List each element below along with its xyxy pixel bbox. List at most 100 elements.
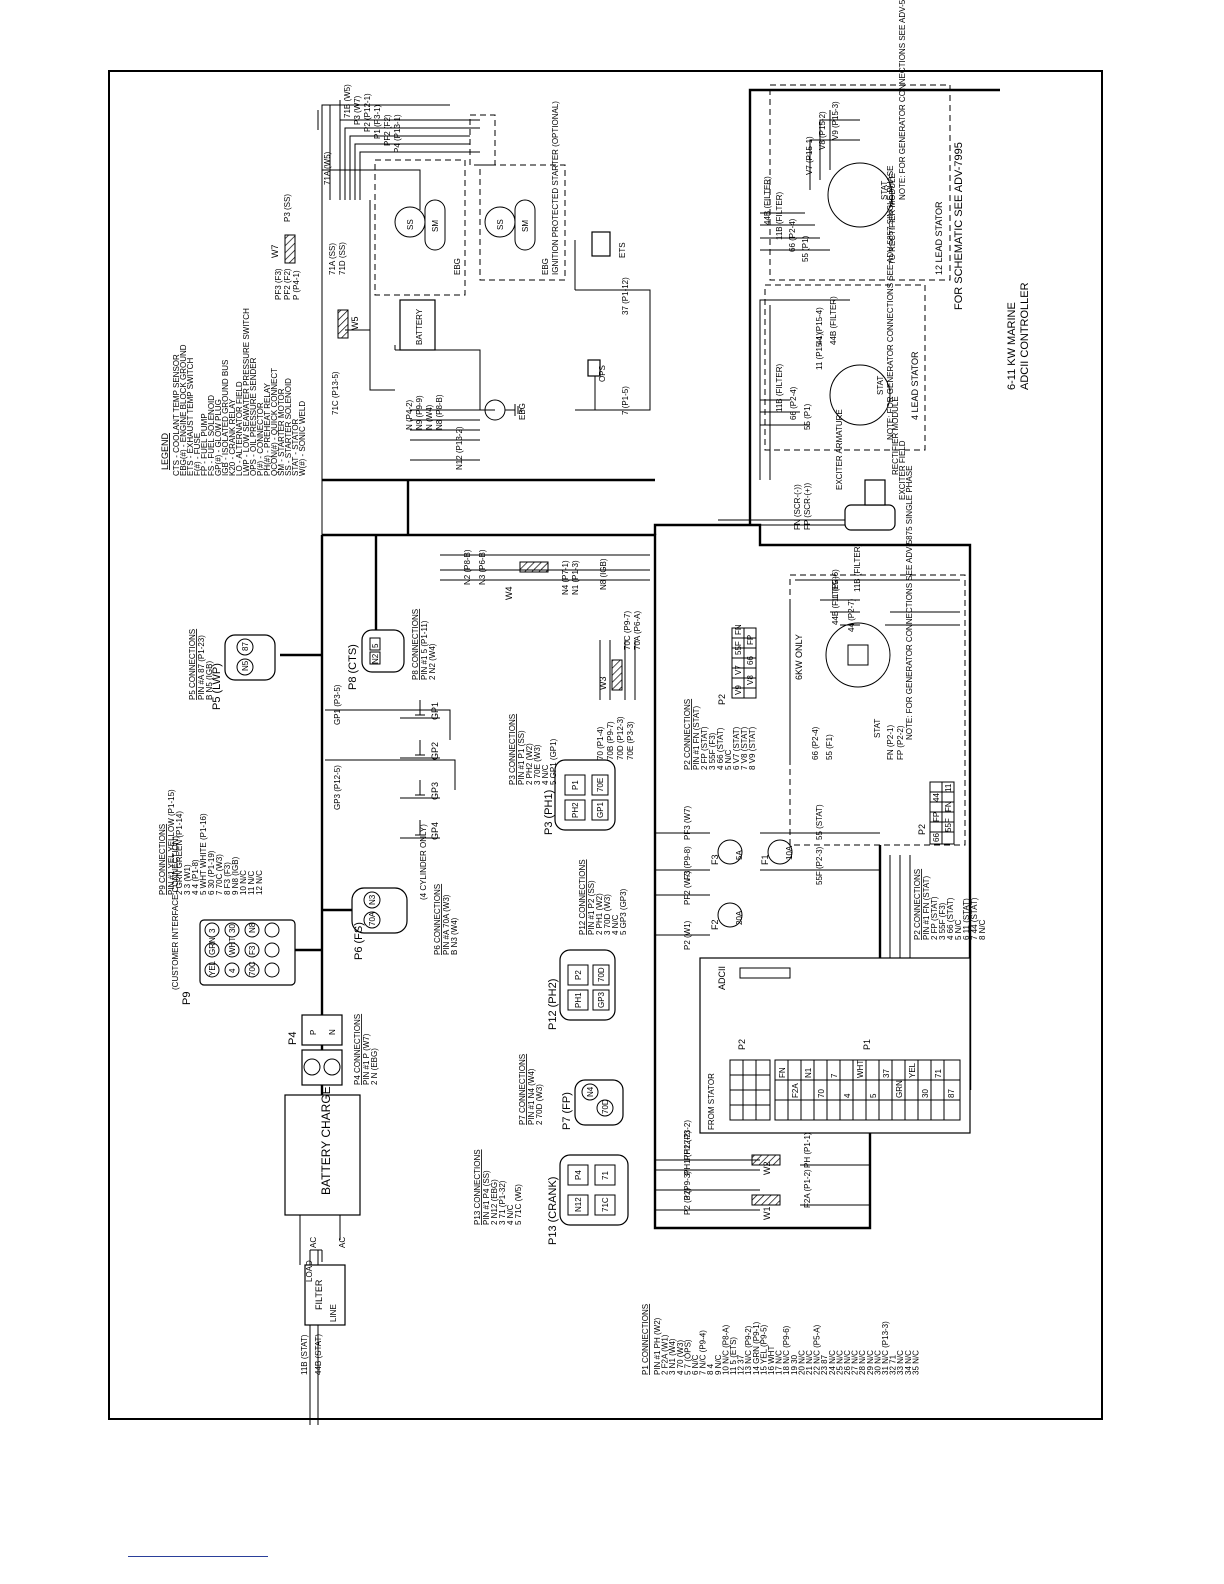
pin-label: 7 — [830, 1073, 839, 1078]
table-row: 7 70C (W3) — [215, 854, 224, 895]
starter-2: SS SM EBG IGNITION PROTECTED STARTER (OP… — [484, 101, 560, 275]
starter-1: SS SM EBG — [394, 199, 462, 275]
adcii-label: ADCII — [717, 966, 727, 990]
p3-connections: P3 CONNECTIONS PIN #1 P1 (SS) 2 PH2 (W2)… — [508, 714, 558, 785]
table-row: 27 N/C — [851, 1350, 860, 1375]
p9-connections: P9 CONNECTIONS PIN #1 YEL YELLOW (P1-15)… — [158, 789, 264, 895]
pin-label: V9 — [734, 685, 743, 695]
pin-label: YEL — [908, 1062, 917, 1078]
wires — [299, 100, 960, 1425]
table-row: 8 N/C — [978, 919, 987, 940]
table-heading: P3 CONNECTIONS — [508, 714, 517, 785]
legend-item: PH(#) - PREHEAT RELAY — [263, 382, 272, 476]
p6-label: P6 (FS) — [353, 922, 365, 960]
wire-kfn: FN (P2-1) — [886, 725, 895, 760]
table-row: 4 66 (STAT) — [716, 727, 725, 770]
wire-11: 11 (P15-1) — [815, 332, 824, 370]
table-row: 13 N/C (P9-2) — [744, 1325, 753, 1375]
svg-text:70D: 70D — [597, 967, 606, 982]
pin-label: 44 — [932, 793, 941, 802]
starter-boundary-2 — [479, 164, 566, 281]
ac-label-2: AC — [338, 1237, 347, 1248]
table-row: 2 GRN GREEN (P1-14) — [175, 811, 184, 895]
wire-3: 3 (P9-3) — [683, 1171, 692, 1200]
table-row: 2 FP (STAT) — [930, 896, 939, 940]
p7-connections: P7 CONNECTIONS PIN #1 N4 (W4) 2 70D (W3) — [518, 1054, 544, 1125]
legend-item: QCON(#) - QUICK CONNECT — [270, 368, 279, 476]
legend-item: IGB - ISOLATED GROUND BUS — [221, 360, 230, 476]
table-heading: P8 CONNECTIONS — [411, 609, 420, 680]
p8-connections: P8 CONNECTIONS PIN #1 5 (P1-11) 2 N2 (W4… — [411, 609, 437, 680]
twelve-lead-stator-boundary — [769, 84, 951, 281]
p2-right-connections: P2 CONNECTIONS PIN #1 FN (STAT) 2 FP (ST… — [913, 869, 987, 940]
pin-label: 55F — [734, 641, 743, 655]
p1-rows: PIN #1 PH (W2)2 F2A (W1)3 N1 (W4)4 70 (W… — [653, 1317, 920, 1375]
pin-label: 55F — [944, 818, 953, 832]
wire-n12: N12 (P13-2) — [455, 426, 464, 470]
wire-11b: 11B (FILTER) — [775, 364, 784, 412]
pin-label: FN — [944, 801, 953, 812]
table-row: 25 N/C — [835, 1350, 844, 1375]
legend-item: FS - FUEL SOLENOID — [207, 395, 216, 476]
p13-label: P13 (CRANK) — [547, 1177, 559, 1245]
four-lead-stator-boundary — [764, 284, 926, 451]
svg-text:GP1: GP1 — [596, 801, 605, 818]
table-row: 33 N/C — [896, 1350, 905, 1375]
sm-label: SM — [521, 220, 530, 232]
table-heading: P13 CONNECTIONS — [473, 1149, 482, 1225]
legend-item: FP - FUEL PUMP — [200, 413, 209, 476]
wire-p2-p12: P2 (P12-1) — [363, 93, 372, 132]
table-row: 4 4 (P1-8) — [191, 859, 200, 895]
from-stator-label: FROM STATOR — [707, 1073, 716, 1130]
glow-plug-icon: GP3 — [430, 782, 440, 800]
table-heading: P2 CONNECTIONS — [683, 699, 692, 770]
pin-label: V7 — [734, 665, 743, 675]
connector-icon — [303, 1058, 321, 1076]
pin-label: GRN — [208, 937, 217, 955]
svg-text:N4: N4 — [586, 1086, 595, 1097]
pin-label: 4 — [228, 968, 237, 973]
pin-label: FP — [746, 635, 755, 645]
pin-label: GRN — [895, 1080, 904, 1098]
table-row: 4 70 (W3) — [676, 1340, 685, 1375]
pin-label: 30 — [921, 1089, 930, 1098]
pin-label: 66 — [746, 656, 755, 665]
wire-ph: PH (P1-1) — [803, 1132, 812, 1168]
wire-44b: 44B (FILTER) — [829, 296, 838, 345]
wire-k44b: 44B (FILTER) — [831, 576, 840, 625]
four-lead-label: 4 LEAD STATOR — [910, 351, 920, 420]
wire-p-p4: P (P4-1) — [292, 270, 301, 300]
ss-label: SS — [406, 219, 415, 230]
p2-adcii-label: P2 — [737, 1039, 747, 1050]
w5-label: W5 — [350, 317, 360, 331]
wire-pf2-f2: PF2 (F2) — [283, 268, 292, 300]
wire-p3-w7: P3 (W7) — [353, 95, 362, 125]
svg-text:71C: 71C — [601, 1197, 610, 1212]
sonic-weld-icon — [611, 659, 623, 691]
four-lead-stat-label: STAT — [876, 376, 885, 395]
six-kw-stator-boundary — [789, 574, 966, 846]
w3-label: W3 — [598, 677, 608, 691]
pin-label: 3 — [208, 928, 217, 933]
table-row: 8 4 — [706, 1363, 715, 1375]
table-row: PIN #1 P1 (SS) — [517, 730, 526, 785]
p13-connections: P13 CONNECTIONS PIN #1 P4 (SS) 2 N12 (EB… — [473, 1149, 523, 1225]
table-row: B N3 (W4) — [450, 917, 459, 955]
table-row: 3 71 (P1-32) — [498, 1180, 507, 1225]
p12-connections: P12 CONNECTIONS PIN #1 P2 (SS) 2 PH1 (W2… — [578, 859, 628, 935]
table-row: 24 N/C — [828, 1350, 837, 1375]
legend-item: SS - STARTER SOLENOID — [284, 378, 293, 476]
legend: LEGEND CTS - COOLANT TEMP SENSOR EBG(#) … — [160, 308, 307, 476]
glow-plugs: GP1 GP2 GP3 GP4 (4 CYLINDER ONLY) GP1 (P… — [333, 684, 440, 900]
table-row: 6 30 (P1-19) — [207, 850, 216, 895]
table-row: 6 N/C — [691, 1354, 700, 1375]
wire-n4: N4 (P7-1) — [561, 560, 570, 595]
table-row: 8 F3 (F3) — [223, 862, 232, 895]
table-row: 29 N/C — [866, 1350, 875, 1375]
fuse-rating: 5A — [735, 850, 744, 860]
table-row: 16 WHT — [767, 1346, 776, 1375]
table-row: 9 N/C — [714, 1354, 723, 1375]
wire-70d: 70D (P12-3) — [616, 716, 625, 760]
pin-label: FN — [778, 1067, 787, 1078]
